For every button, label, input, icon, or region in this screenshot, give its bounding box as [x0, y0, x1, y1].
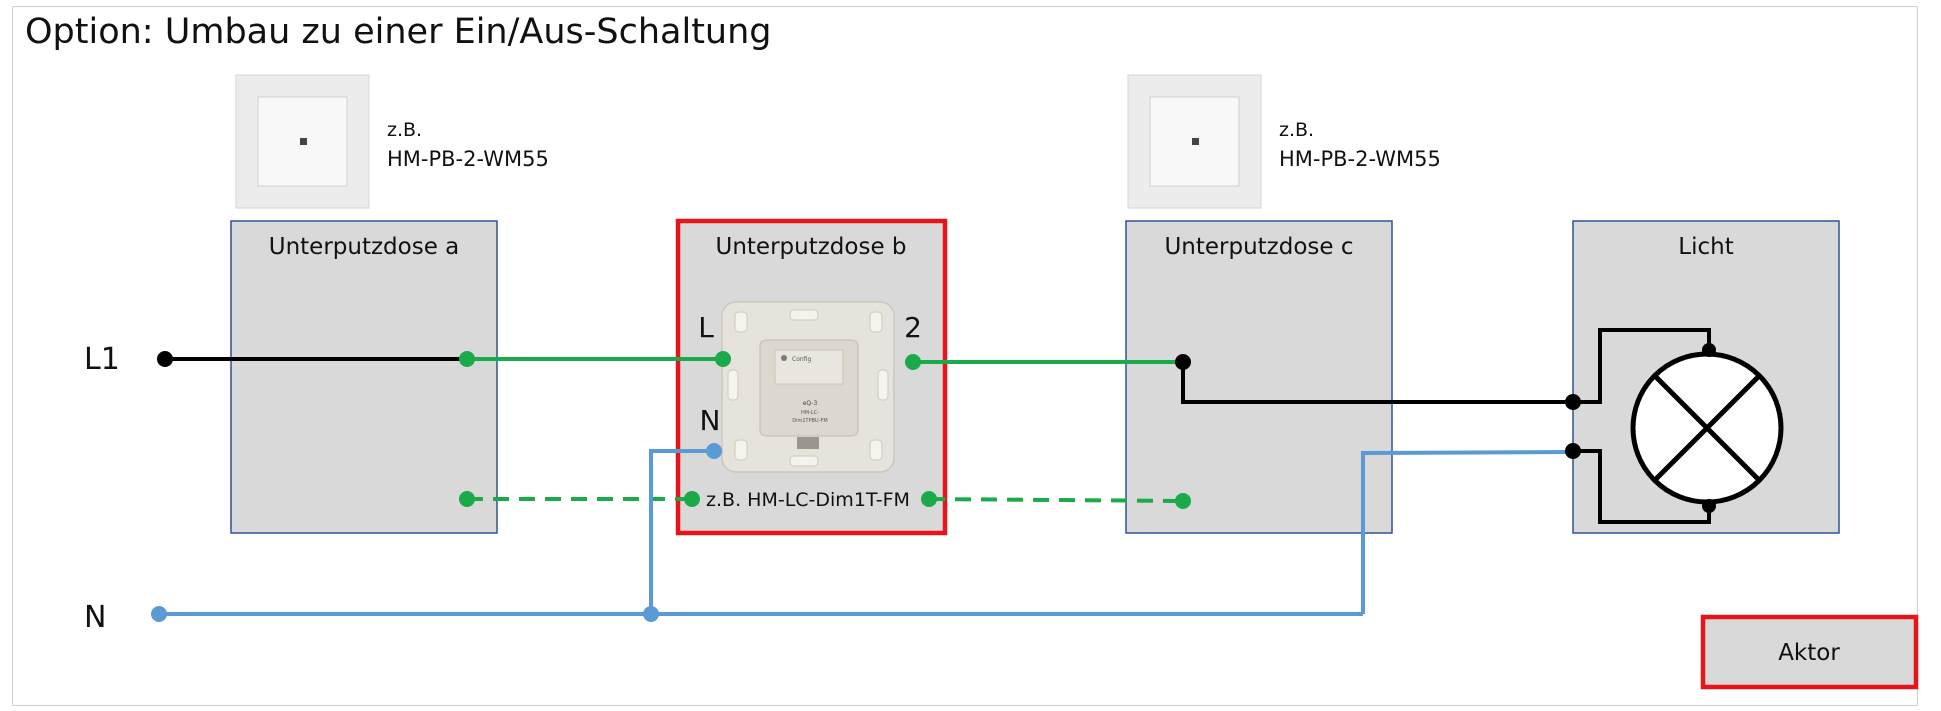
terminal-2-label: 2: [904, 311, 922, 344]
node-lamp-terminal-bottom: [1702, 499, 1716, 513]
box-unterputzdose-c: [1125, 220, 1393, 534]
box-licht-label: Licht: [1678, 234, 1733, 260]
switch-a-model: HM-PB-2-WM55: [387, 147, 549, 171]
box-a-label: Unterputzdose a: [269, 234, 460, 260]
node-module-dashed-left: [684, 491, 700, 507]
lamp-symbol: [1630, 351, 1784, 505]
module-print-line2: Dim1TPBU-FM: [792, 418, 827, 424]
terminal-l-label: L: [698, 311, 714, 344]
node-lamp-bottom: [1565, 443, 1581, 459]
terminal-n-label: N: [700, 404, 721, 437]
module-model-label: z.B. HM-LC-Dim1T-FM: [706, 489, 910, 511]
node-module-dashed-right: [921, 491, 937, 507]
box-b-label: Unterputzdose b: [715, 234, 906, 260]
actuator-module: Config eQ-3 HM-LC- Dim1TPBU-FM: [721, 301, 895, 473]
box-unterputzdose-a: [230, 220, 498, 534]
node-module-n: [706, 443, 722, 459]
line-n-label: N: [84, 600, 106, 635]
switch-c-model: HM-PB-2-WM55: [1279, 147, 1441, 171]
wire-lamp-bottom: [1573, 449, 1711, 524]
node-module-l: [715, 351, 731, 367]
node-a-l: [459, 351, 475, 367]
legend-aktor-box: [1700, 614, 1919, 690]
switch-c-plate: [1127, 74, 1262, 209]
switch-a-plate: [235, 74, 370, 209]
line-l1-label: L1: [84, 342, 120, 377]
module-brand-text: eQ-3: [803, 400, 818, 407]
node-module-2: [905, 354, 921, 370]
module-print-line1: HM-LC-: [801, 410, 819, 416]
module-config-text: Config: [792, 356, 811, 363]
node-a-dashed: [459, 491, 475, 507]
node-c-top: [1175, 354, 1191, 370]
wire-c-to-lamp: [1181, 362, 1573, 404]
node-lamp-top: [1565, 394, 1581, 410]
switch-c-note: z.B.: [1279, 119, 1314, 141]
node-c-dashed: [1175, 493, 1191, 509]
node-n-junction: [643, 606, 659, 622]
wire-lamp-top: [1573, 328, 1711, 404]
box-c-label: Unterputzdose c: [1164, 234, 1353, 260]
wire-dashed-b-c: [928, 497, 1184, 503]
node-n: [151, 606, 167, 622]
wire-neutral-to-lamp: [1361, 450, 1574, 614]
node-lamp-terminal-top: [1702, 343, 1716, 357]
legend-aktor-label: Aktor: [1778, 640, 1840, 666]
diagram-frame: [12, 6, 1918, 706]
node-l1: [157, 351, 173, 367]
switch-a-note: z.B.: [387, 119, 422, 141]
wire-neutral-to-module: [649, 449, 714, 614]
page-title: Option: Umbau zu einer Ein/Aus-Schaltung: [25, 12, 772, 52]
